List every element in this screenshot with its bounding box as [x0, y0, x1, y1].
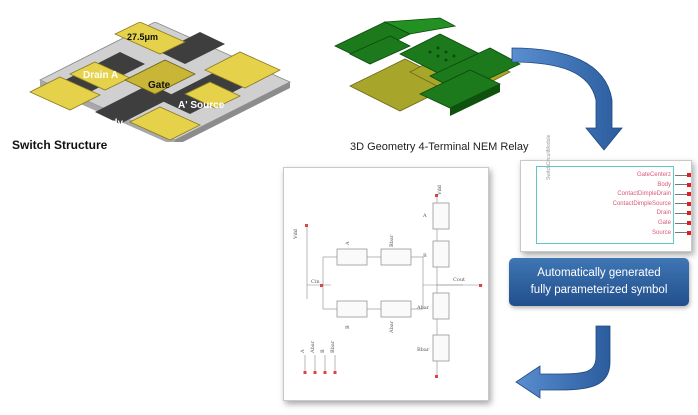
green-arm-top — [383, 17, 457, 35]
symbol-pin-label: ContactDimpleSource — [612, 200, 671, 207]
symbol-pin-line — [675, 212, 687, 214]
legend-label: A — [300, 349, 306, 354]
legend-terminal — [303, 371, 307, 374]
symbol-side-label: SwitchCircuitModule — [546, 134, 552, 180]
legend-terminal — [333, 371, 337, 374]
symbol-pin-terminal — [687, 230, 691, 235]
hole — [436, 46, 440, 50]
right-pad — [204, 51, 281, 89]
symbol-pin-line — [675, 203, 687, 205]
symbol-pin-terminal — [687, 182, 691, 187]
hole — [436, 54, 440, 58]
symbol-pin: Body — [657, 181, 691, 189]
symbol-pin-line — [675, 222, 687, 224]
hole — [452, 54, 456, 58]
drain-a-label: Drain A — [83, 70, 118, 81]
symbol-pin-terminal — [687, 201, 691, 206]
inner-pad-right — [184, 81, 241, 109]
callout-line-1: Automatically generated — [537, 267, 661, 279]
hole — [428, 50, 432, 54]
substrate-edge-right — [175, 82, 290, 142]
legend-label: Abar — [310, 340, 316, 354]
symbol-pin: GateCenterz — [637, 171, 691, 179]
schematic-bbar2: Bbar — [417, 347, 430, 353]
schematic-drawing: Vdd Vdd Cin Cout A Bbar B Abar A B Abar … — [293, 184, 483, 378]
symbol-pin-line — [675, 174, 687, 176]
bottom-pad — [129, 106, 201, 141]
symbol-pin-label: Drain — [656, 210, 671, 217]
schematic-vdd-right: Vdd — [437, 184, 443, 196]
source-label: A' Source — [178, 100, 225, 111]
symbol-pin-line — [675, 193, 687, 195]
arrow-symbol-to-schematic — [515, 325, 611, 399]
relay-3d-model — [334, 17, 521, 116]
green-arm-left — [349, 35, 411, 65]
symbol-pin-terminal — [687, 173, 691, 177]
schematic-b2: B — [423, 253, 427, 259]
schematic-cout: Cout — [453, 277, 465, 283]
symbol-pin: Drain — [657, 209, 691, 217]
symbol-pin-label: Body — [657, 181, 671, 188]
symbol-pin-terminal — [687, 211, 691, 216]
symbol-pin: ContactDimpleDrain — [617, 190, 691, 198]
body-label: Body — [98, 118, 123, 129]
legend-label: Bbar — [330, 340, 336, 353]
symbol-pin: Source — [652, 229, 691, 237]
symbol-pin-label: Gate — [657, 220, 671, 226]
symbol-panel — [520, 160, 692, 252]
legend-label: B — [320, 349, 326, 353]
green-arm-bottom-edge — [450, 84, 500, 116]
schematic-cin: Cin — [311, 279, 320, 285]
gate-beam — [124, 59, 196, 95]
dimension-label: 27.5μm — [127, 32, 158, 42]
symbol-callout: Automatically generated fully parameteri… — [509, 258, 689, 306]
schematic-a2: A — [422, 213, 427, 219]
relay-caption: 3D Geometry 4-Terminal NEM Relay — [350, 141, 529, 153]
arrow-relay-to-symbol — [511, 47, 623, 151]
schematic-abar2: Abar — [416, 305, 430, 311]
schematic-bbar1: Bbar — [389, 234, 395, 247]
hole — [444, 58, 448, 62]
legend-terminal — [313, 371, 317, 374]
symbol-pin-terminal — [687, 192, 691, 197]
schematic-abar1: Abar — [389, 320, 395, 334]
schematic-vdd-left: Vdd — [293, 228, 299, 240]
hole — [444, 50, 448, 54]
symbol-pin: ContactDimpleSource — [613, 200, 691, 208]
switch-structure-diagram: 27.5μm Drain A Gate A' Source Body — [29, 22, 291, 142]
symbol-pin-label: GateCenterz — [636, 172, 671, 178]
symbol-pin-line — [675, 184, 687, 186]
legend-terminal — [323, 371, 327, 374]
gate-pad-dark — [160, 32, 225, 64]
schematic-a1: A — [345, 241, 351, 246]
callout-line-2: fully parameterized symbol — [530, 284, 668, 296]
top-pad — [114, 22, 186, 55]
schematic-b1: B — [345, 325, 351, 329]
left-pad — [29, 76, 101, 111]
symbol-pin-label: ContactDimpleDrain — [617, 191, 671, 198]
symbol-pin-line — [675, 232, 687, 234]
gate-label: Gate — [148, 80, 171, 91]
schematic-panel — [283, 167, 489, 401]
symbol-pin-label: Source — [651, 229, 671, 236]
symbol-pin-terminal — [687, 221, 691, 225]
symbol-pin: Gate — [658, 219, 691, 227]
switch-structure-caption: Switch Structure — [12, 138, 108, 152]
